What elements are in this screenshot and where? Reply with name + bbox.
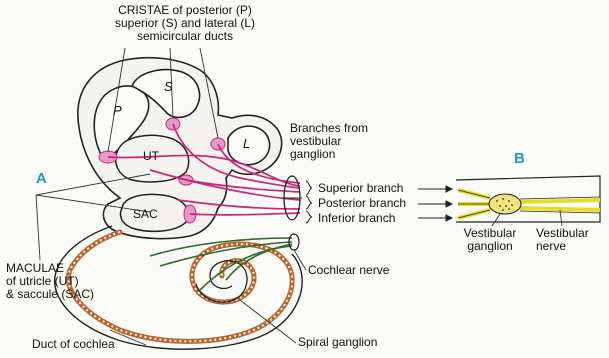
- inferior-branch-label: Inferior branch: [318, 212, 395, 225]
- posterior-branch-label: Posterior branch: [318, 197, 406, 210]
- utricle-label: UT: [143, 150, 159, 163]
- panel-b-illustration: [456, 176, 600, 226]
- saccule-label: SAC: [133, 208, 158, 221]
- duct-label-p: P: [113, 104, 122, 117]
- duct-label-l: L: [243, 137, 250, 150]
- maculae-label: MACULAE of utricle (UT) & saccule (SAC): [6, 262, 94, 301]
- arrows-to-panel-b: [418, 186, 452, 221]
- panel-label-b: B: [514, 150, 525, 167]
- duct-label-s: S: [164, 80, 173, 93]
- cochlear-nerve-label: Cochlear nerve: [308, 264, 389, 277]
- superior-branch-label: Superior branch: [318, 182, 403, 195]
- branch-brackets: [306, 181, 312, 223]
- panel-b-ganglion: [489, 194, 521, 214]
- panel-b-vestibular-nerve-label: Vestibular nerve: [536, 227, 589, 253]
- cristae-label-line3: semicircular ducts: [80, 30, 290, 43]
- vestibular-nerve-line2: nerve: [536, 240, 589, 253]
- maculae-label-line3: & saccule (SAC): [6, 288, 94, 301]
- branches-heading-line3: ganglion: [290, 148, 368, 161]
- vestibular-ganglion-line2: ganglion: [450, 240, 530, 253]
- branches-heading: Branches from vestibular ganglion: [290, 122, 368, 161]
- panel-b-vestibular-ganglion-label: Vestibular ganglion: [450, 227, 530, 253]
- duct-of-cochlea-label: Duct of cochlea: [32, 338, 115, 351]
- spiral-ganglion-label: Spiral ganglion: [298, 336, 377, 349]
- cristae-label: CRISTAE of posterior (P) superior (S) an…: [80, 4, 290, 43]
- panel-label-a: A: [36, 170, 47, 187]
